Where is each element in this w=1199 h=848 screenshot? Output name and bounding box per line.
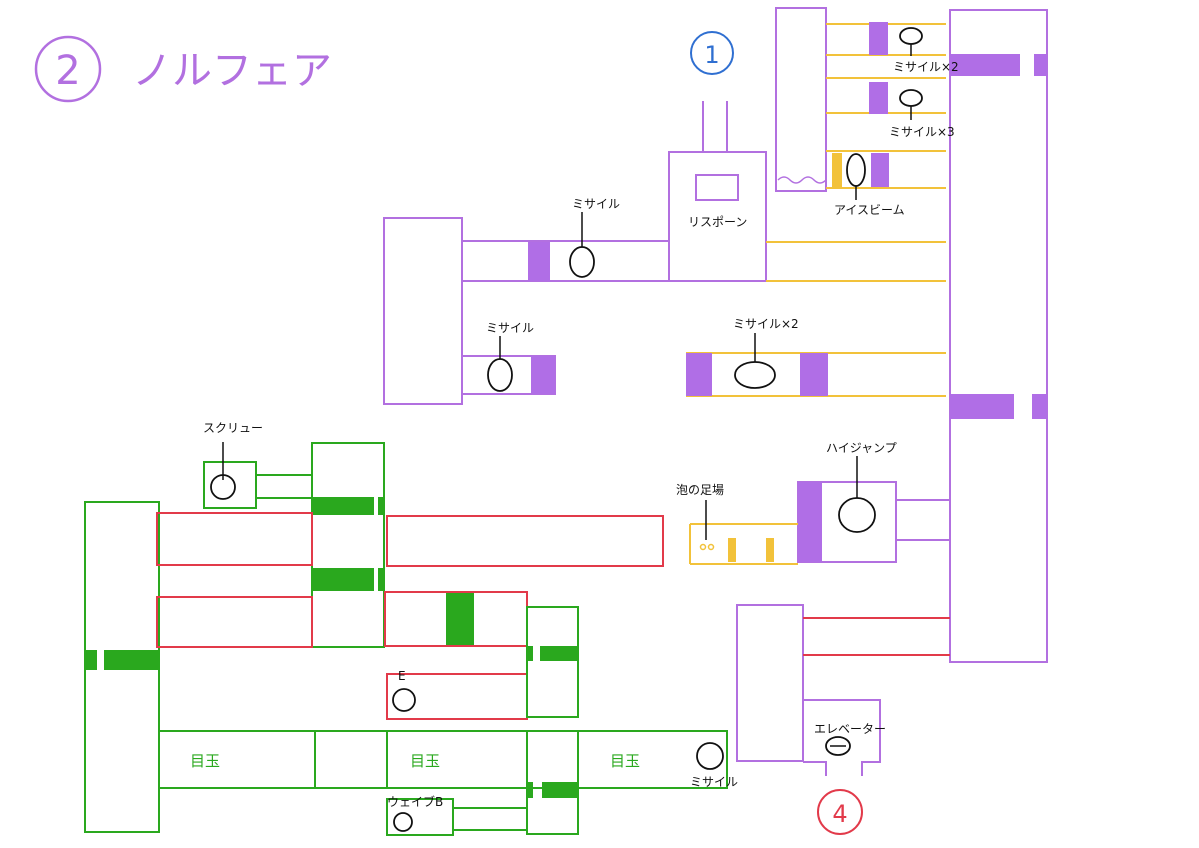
door <box>527 646 533 661</box>
eyeball-corridor <box>158 730 728 789</box>
item-ice-beam-label: アイスビーム <box>834 203 905 217</box>
connection-1-badge: 1 <box>690 31 734 75</box>
door <box>869 22 888 55</box>
top-tall-room <box>775 7 827 192</box>
item-missile-x2-top-label: ミサイル×2 <box>893 60 959 74</box>
door <box>1032 394 1047 419</box>
missile-corridor <box>461 240 670 282</box>
item-ice-beam-icon <box>846 153 866 187</box>
item-missile-x3-label: ミサイル×3 <box>889 125 955 139</box>
door <box>542 782 578 798</box>
item-missile-x2-mid-icon <box>734 361 776 389</box>
red-corridor <box>156 596 313 648</box>
door <box>446 593 474 645</box>
item-missile-left-icon <box>487 358 513 392</box>
door <box>1034 54 1047 76</box>
svg-text:4: 4 <box>832 800 847 828</box>
respawn-room <box>668 151 767 282</box>
red-corridor-long <box>386 515 664 567</box>
bubble-platform <box>728 538 736 562</box>
door <box>686 353 712 396</box>
east-green-shaft <box>526 606 579 718</box>
e-tank-room <box>386 673 528 720</box>
svg-text:1: 1 <box>704 41 719 69</box>
item-missile-left-label: ミサイル <box>486 321 534 335</box>
door <box>378 568 384 591</box>
item-screw-label: スクリュー <box>203 421 263 435</box>
respawn-label: リスポーン <box>688 215 747 229</box>
elevator-label: エレベーター <box>814 722 886 736</box>
respawn-save-station-icon <box>695 174 739 201</box>
enemy-eyeball-label: 目玉 <box>610 752 640 770</box>
door <box>527 782 533 798</box>
door <box>528 242 550 281</box>
door <box>312 497 374 515</box>
item-e-tank-icon <box>392 688 416 712</box>
elevator-icon <box>825 736 851 756</box>
item-missile-bottom-label: ミサイル <box>690 775 738 789</box>
door <box>869 82 888 114</box>
area-title: ノルフェア <box>132 48 332 94</box>
door <box>800 353 828 396</box>
door <box>104 650 159 670</box>
item-missile-top-icon <box>569 246 595 278</box>
elevator-room <box>736 604 804 762</box>
red-corridor <box>156 512 313 566</box>
area-number-badge: 2 <box>34 35 102 103</box>
item-missile-top-label: ミサイル <box>572 197 620 211</box>
door <box>85 650 97 670</box>
item-high-jump-icon <box>838 497 876 533</box>
item-missile-x2-mid-label: ミサイル×2 <box>733 317 799 331</box>
west-purple-room <box>383 217 463 405</box>
item-high-jump-label: ハイジャンプ <box>826 441 897 455</box>
item-missile-bottom-icon <box>696 742 724 770</box>
bubble-platform-label: 泡の足場 <box>676 483 724 497</box>
right-shaft-room <box>949 9 1048 663</box>
enemy-eyeball-label: 目玉 <box>410 752 440 770</box>
central-green-shaft <box>311 442 385 648</box>
door <box>950 54 1020 76</box>
item-missile-x3-icon <box>899 89 923 107</box>
screw-room <box>203 461 257 509</box>
door <box>950 394 1014 419</box>
enemy-eyeball-label: 目玉 <box>190 752 220 770</box>
door <box>540 646 578 661</box>
door <box>798 482 822 562</box>
door <box>531 356 555 394</box>
connection-4-badge: 4 <box>817 789 863 835</box>
door-yellow <box>832 153 842 187</box>
bubble-platform <box>766 538 774 562</box>
area-number: 2 <box>55 48 80 94</box>
item-wave-b-label: ウェイブB <box>387 794 443 809</box>
item-e-tank-label: E <box>398 669 406 683</box>
door <box>871 153 889 187</box>
item-wave-b-icon <box>393 812 413 832</box>
wave-b-room <box>386 798 454 836</box>
door <box>312 568 374 591</box>
door <box>378 497 384 515</box>
item-missile-x2-top-icon <box>899 27 923 45</box>
